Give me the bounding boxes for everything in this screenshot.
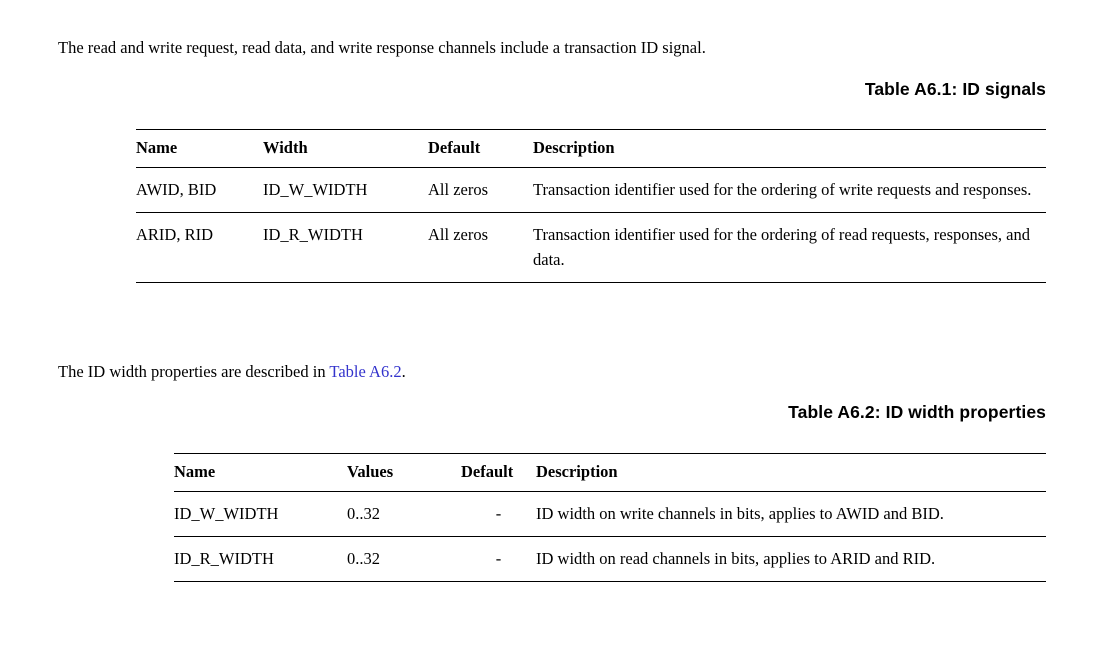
table-a61-header: Name Width Default Description xyxy=(136,129,1046,168)
table-a62-body: ID_W_WIDTH 0..32 - ID width on write cha… xyxy=(174,491,1046,582)
cell-description: Transaction identifier used for the orde… xyxy=(533,167,1046,213)
cell-description: Transaction identifier used for the orde… xyxy=(533,212,1046,283)
column-header-width: Width xyxy=(263,129,428,168)
cell-values: 0..32 xyxy=(347,491,461,537)
reference-paragraph: The ID width properties are described in… xyxy=(58,362,406,382)
column-header-name: Name xyxy=(174,453,347,492)
column-header-name: Name xyxy=(136,129,263,168)
reference-paragraph-suffix: . xyxy=(401,361,406,381)
column-header-description: Description xyxy=(536,453,1046,492)
table-row: ID_R_WIDTH 0..32 - ID width on read chan… xyxy=(174,536,1046,582)
cell-values: 0..32 xyxy=(347,536,461,582)
cell-width: ID_W_WIDTH xyxy=(263,167,428,213)
table-row: AWID, BID ID_W_WIDTH All zeros Transacti… xyxy=(136,167,1046,213)
cell-default: All zeros xyxy=(428,212,533,283)
table-header-row: Name Width Default Description xyxy=(136,129,1046,168)
column-header-default: Default xyxy=(428,129,533,168)
table-a62: Name Values Default Description ID_W_WID… xyxy=(174,453,1046,582)
cell-width: ID_R_WIDTH xyxy=(263,212,428,283)
table-header-row: Name Values Default Description xyxy=(174,453,1046,492)
table-a61-caption: Table A6.1: ID signals xyxy=(864,79,1046,99)
table-a61-body: AWID, BID ID_W_WIDTH All zeros Transacti… xyxy=(136,167,1046,283)
column-header-default: Default xyxy=(461,453,536,492)
table-a62-header: Name Values Default Description xyxy=(174,453,1046,492)
column-header-description: Description xyxy=(533,129,1046,168)
table-row: ID_W_WIDTH 0..32 - ID width on write cha… xyxy=(174,491,1046,537)
cell-description: ID width on write channels in bits, appl… xyxy=(536,491,1046,537)
column-header-values: Values xyxy=(347,453,461,492)
reference-paragraph-prefix: The ID width properties are described in xyxy=(58,361,330,381)
intro-paragraph: The read and write request, read data, a… xyxy=(58,37,706,57)
cell-name: ARID, RID xyxy=(136,212,263,283)
cell-default: - xyxy=(461,536,536,582)
cell-default: All zeros xyxy=(428,167,533,213)
cell-description: ID width on read channels in bits, appli… xyxy=(536,536,1046,582)
cell-default: - xyxy=(461,491,536,537)
table-a62-cross-reference-link[interactable]: Table A6.2 xyxy=(329,361,402,381)
cell-name: AWID, BID xyxy=(136,167,263,213)
table-a62-caption: Table A6.2: ID width properties xyxy=(788,402,1046,422)
table-row: ARID, RID ID_R_WIDTH All zeros Transacti… xyxy=(136,212,1046,283)
table-a61: Name Width Default Description AWID, BID… xyxy=(136,129,1046,283)
cell-name: ID_R_WIDTH xyxy=(174,536,347,582)
cell-name: ID_W_WIDTH xyxy=(174,491,347,537)
